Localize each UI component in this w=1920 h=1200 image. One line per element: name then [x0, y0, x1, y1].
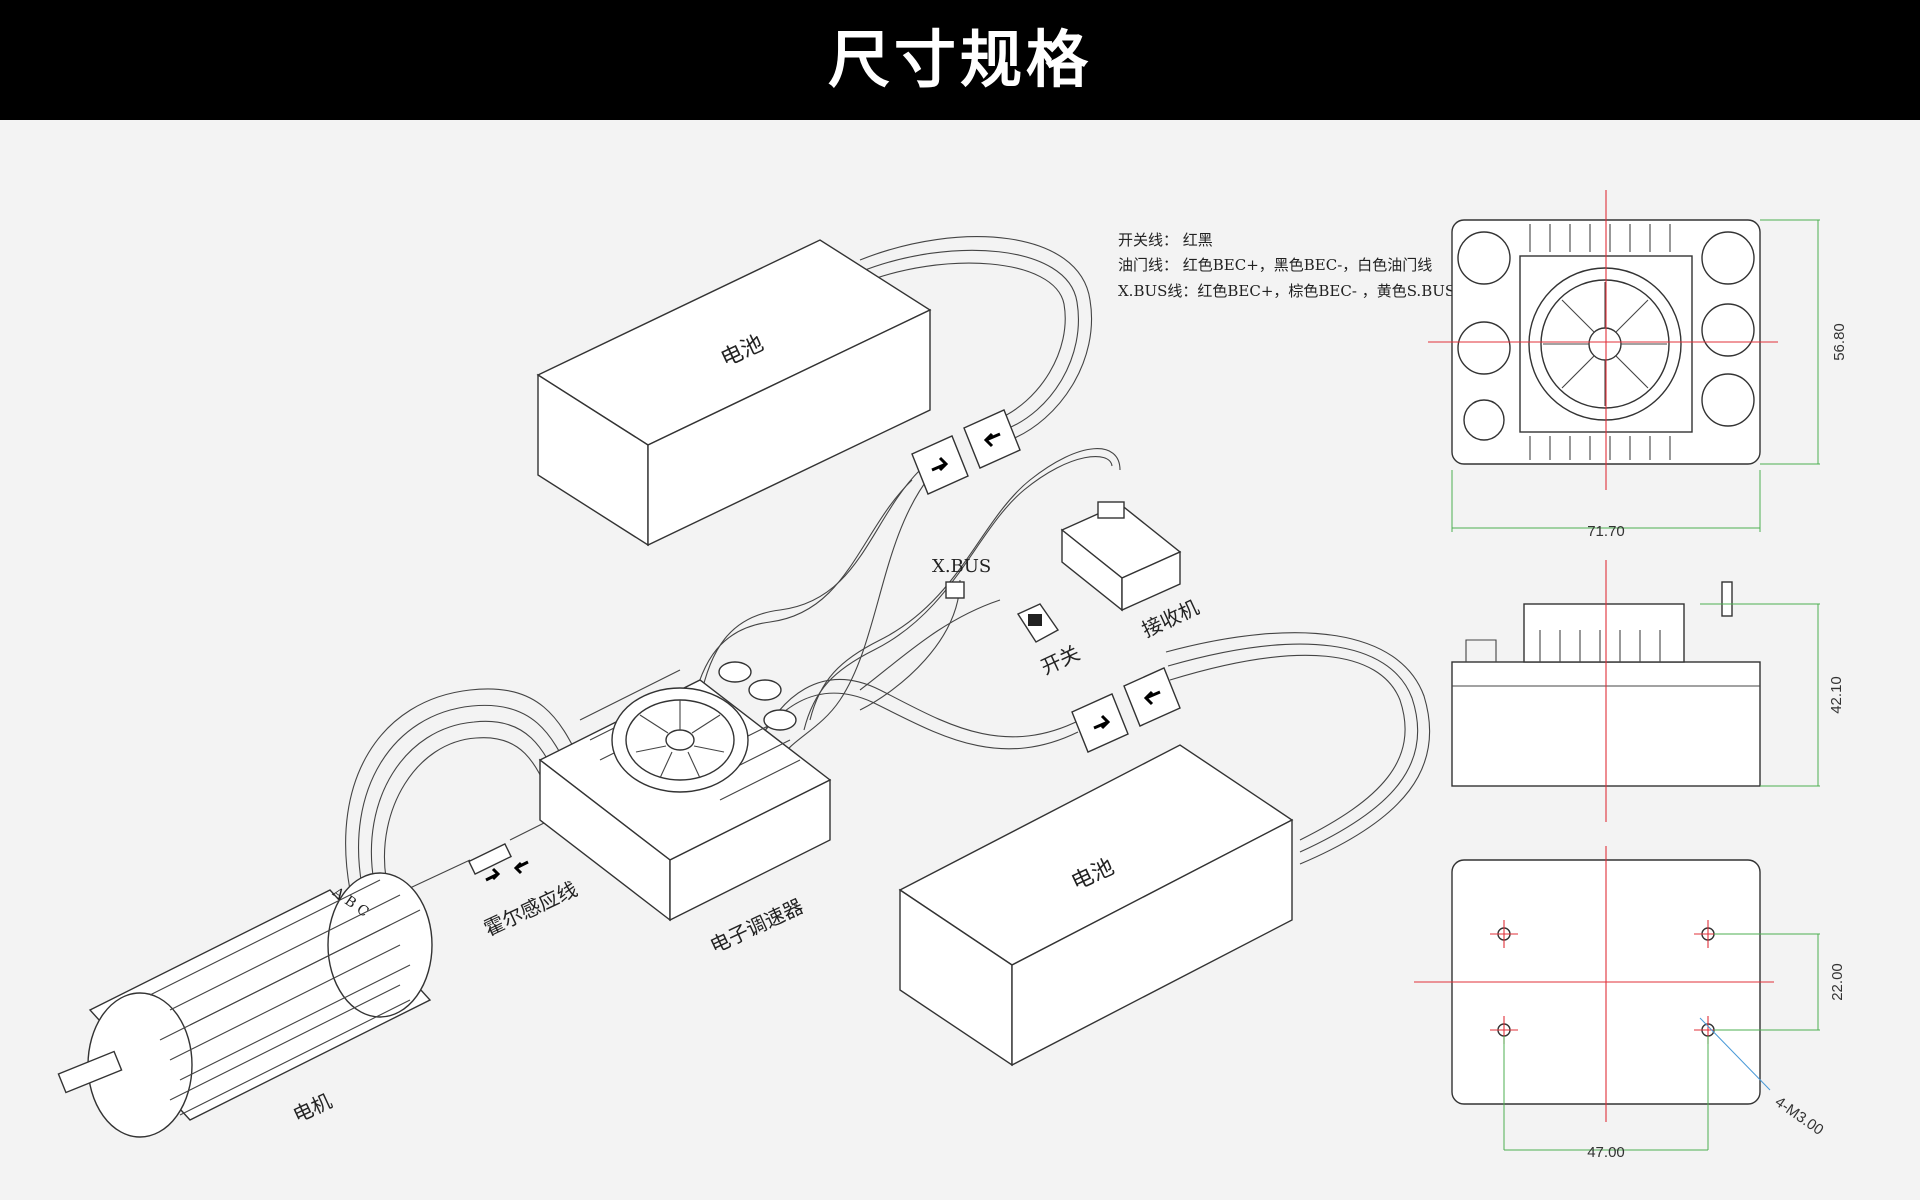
receiver-label: 接收机: [1138, 595, 1203, 642]
switch-label: 开关: [1037, 641, 1083, 680]
dim-hole-spacing-v: 22.00: [1829, 963, 1846, 1001]
xbus-label: X.BUS: [932, 556, 991, 577]
switch: 开关: [1016, 603, 1083, 680]
dim-hole-spacing-h: 47.00: [1587, 1144, 1625, 1161]
esc: 电子调速器: [538, 661, 832, 958]
dim-height-top: 56.80: [1831, 323, 1848, 361]
page-title: 尺寸规格: [827, 23, 1092, 96]
motor-label: 电机: [289, 1089, 335, 1128]
note-throttle-wire: 油门线： 红色BEC+，黑色BEC-，白色油门线: [1118, 256, 1432, 274]
receiver: 接收机: [1060, 501, 1203, 642]
note-switch-wire: 开关线： 红黑: [1118, 231, 1213, 249]
motor: A B C 电机: [57, 872, 433, 1138]
esc-label: 电子调速器: [706, 894, 807, 958]
title-bar: 尺寸规格: [0, 0, 1920, 120]
dim-width-top: 71.70: [1587, 523, 1625, 540]
side-view: 42.10: [1451, 560, 1845, 822]
battery-bottom: 电池: [898, 744, 1294, 1067]
xbus-plug: X.BUS: [932, 556, 991, 599]
power-connector-bottom: [1071, 667, 1181, 753]
note-xbus-wire: X.BUS线：红色BEC+，棕色BEC- ，黄色S.BUS: [1118, 282, 1455, 300]
wire-notes: 开关线： 红黑 油门线： 红色BEC+，黑色BEC-，白色油门线 X.BUS线：…: [1118, 231, 1455, 300]
hall-connector: 霍尔感应线: [468, 843, 581, 941]
top-view: 56.80 71.70: [1428, 190, 1848, 540]
power-connector-top: [911, 409, 1021, 495]
screw-spec: 4-M3.00: [1772, 1093, 1827, 1138]
wire-bundles: [345, 236, 1431, 903]
battery-top: 电池: [536, 239, 932, 547]
hall-wire-label: 霍尔感应线: [480, 877, 581, 941]
bottom-view: 22.00 47.00 4-M3.00: [1414, 846, 1846, 1161]
dim-height-side: 42.10: [1828, 676, 1845, 714]
